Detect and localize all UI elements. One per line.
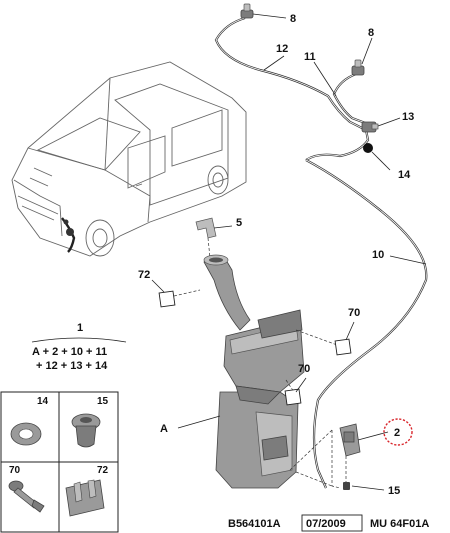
hose-lines	[214, 16, 428, 489]
footer: B564101A 07/2009 MU 64F01A	[228, 514, 429, 532]
formula-line-2: + 12 + 13 + 14	[36, 360, 108, 372]
connector-13	[361, 121, 379, 133]
callout-14: 14	[398, 169, 411, 181]
legend-14-label: 14	[37, 396, 49, 407]
assembly-formula: 1 A + 2 + 10 + 11 + 12 + 13 + 14	[31, 322, 127, 372]
highlight-circle	[383, 418, 413, 446]
rivet-icon	[8, 480, 45, 513]
callout-A: A	[160, 423, 168, 435]
nozzle-8-right	[351, 59, 365, 76]
callout-8-top: 8	[290, 13, 296, 25]
callout-72: 72	[138, 269, 150, 281]
callout-leaders	[151, 13, 427, 491]
clip-icon	[65, 479, 105, 517]
callout-70-lower: 70	[298, 363, 310, 375]
van-illustration	[11, 61, 247, 257]
footer-ref: B564101A	[228, 518, 281, 530]
fixing-70-lower-square	[284, 388, 302, 406]
parts-legend: 14 15 70 72	[0, 391, 119, 533]
callout-10: 10	[372, 249, 384, 261]
callout-12: 12	[276, 43, 288, 55]
footer-date-box	[301, 514, 363, 532]
formula-title: 1	[77, 322, 83, 334]
formula-line-1: A + 2 + 10 + 11	[32, 346, 107, 358]
grommet-icon	[71, 413, 101, 448]
fixing-72-square	[158, 290, 176, 308]
reservoir-assembly	[203, 254, 305, 489]
legend-72-label: 72	[97, 465, 109, 476]
callout-8-right: 8	[368, 27, 374, 39]
pump-2	[339, 423, 361, 457]
callout-70-upper: 70	[348, 307, 360, 319]
footer-date: 07/2009	[306, 518, 346, 530]
callout-11: 11	[304, 51, 316, 63]
junction-14-dot	[363, 143, 373, 153]
legend-70-label: 70	[9, 465, 21, 476]
callout-13: 13	[402, 111, 414, 123]
callout-5: 5	[236, 217, 242, 229]
washer-icon	[10, 422, 42, 446]
bracket-5	[195, 217, 217, 239]
footer-code: MU 64F01A	[370, 518, 429, 530]
callout-2: 2	[394, 427, 400, 439]
fixing-70-upper-square	[334, 338, 352, 356]
legend-15-label: 15	[97, 396, 109, 407]
nozzle-8-top	[240, 3, 254, 19]
callout-15: 15	[388, 485, 400, 497]
seal-15	[343, 482, 350, 490]
